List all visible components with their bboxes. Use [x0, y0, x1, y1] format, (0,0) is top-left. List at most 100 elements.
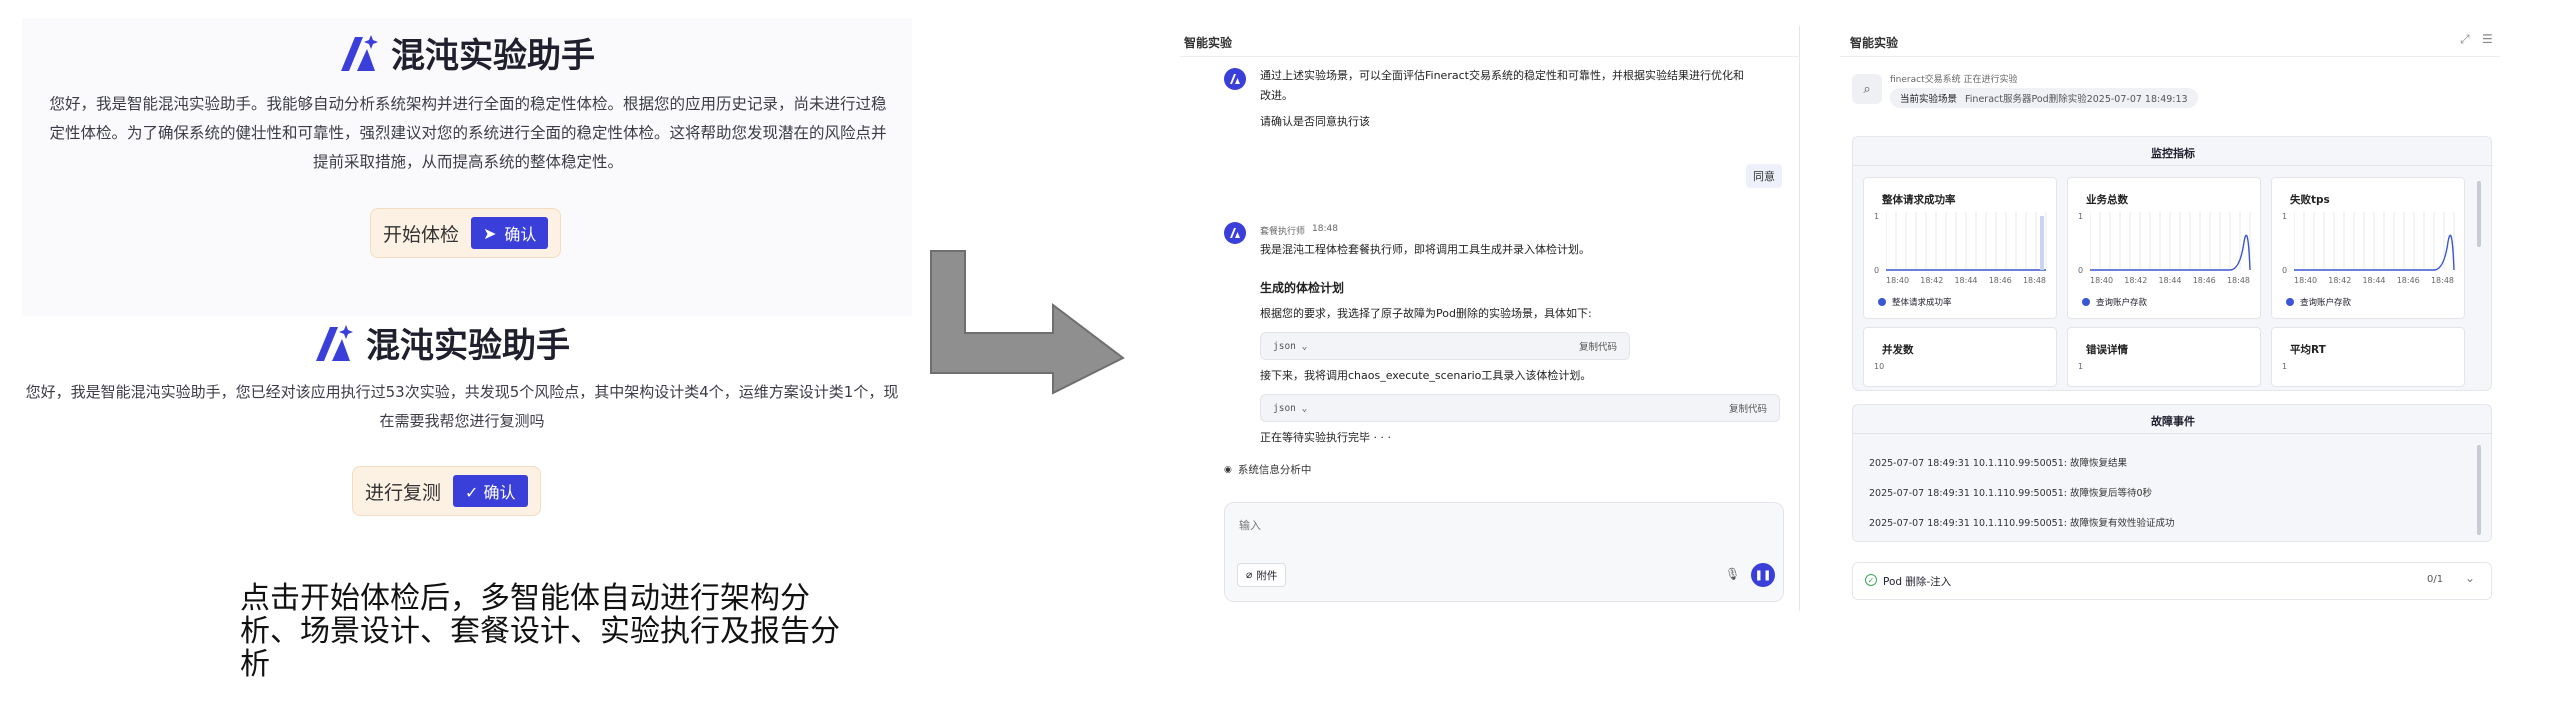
x-tick-label: 18:44: [1954, 276, 1978, 285]
divider: [1853, 433, 2493, 434]
caption-text: 点击开始体检后，多智能体自动进行架构分析、场景设计、套餐设计、实验执行及报告分析: [240, 581, 840, 682]
message-text: 接下来，我将调用chaos_execute_scenario工具录入该体检计划。: [1260, 369, 1592, 382]
x-tick-label: 18:42: [2124, 276, 2148, 285]
x-tick-label: 18:42: [2328, 276, 2352, 285]
chevron-down-icon: ⌄: [1301, 402, 1308, 414]
metric-chart: 平均RT 1: [2271, 327, 2465, 387]
x-tick-label: 18:46: [2192, 276, 2216, 285]
x-tick-label: 18:44: [2362, 276, 2386, 285]
chat-panel-title: 智能实验: [1184, 36, 1233, 50]
chart-plot: [1886, 212, 2047, 271]
message-text: 根据您的要求，我选择了原子故障为Pod删除的实验场景，具体如下:: [1260, 307, 1592, 320]
retest-card: 进行复测 ✓ 确认: [352, 466, 541, 516]
expand-icon[interactable]: ⤢: [2460, 32, 2470, 46]
paperclip-icon: ⌀: [1246, 569, 1253, 581]
chart-plot: [2090, 212, 2251, 271]
screenshot-start-checkup: 混沌实验助手 您好，我是智能混沌实验助手。我能够自动分析系统架构并进行全面的稳定…: [22, 18, 912, 316]
ai-logo-icon: [1230, 228, 1240, 238]
legend-dot-icon: [2082, 298, 2090, 306]
scrollbar[interactable]: [2477, 445, 2481, 535]
assistant-title: 混沌实验助手: [366, 326, 570, 366]
code-language: json ⌄: [1273, 402, 1308, 414]
confirm-button[interactable]: ✓ 确认: [453, 475, 528, 507]
ai-logo-icon: [341, 34, 378, 71]
message-text: 通过上述实验场景，可以全面评估Fineract交易系统的稳定性和可靠性，并根据实…: [1260, 69, 1744, 82]
scrollbar[interactable]: [2477, 181, 2481, 247]
x-tick-label: 18:46: [1988, 276, 2012, 285]
x-tick-label: 18:48: [2022, 276, 2046, 285]
fault-events-title: 故障事件: [2151, 415, 2195, 428]
event-row: 2025-07-07 18:49:31 10.1.110.99:50051: 故…: [1869, 518, 2175, 529]
code-language: json ⌄: [1273, 340, 1308, 352]
message-text: 请确认是否同意执行该: [1260, 115, 1370, 128]
agree-button[interactable]: 同意: [1746, 164, 1782, 188]
message-text: 改进。: [1260, 89, 1293, 102]
assistant-logo: 混沌实验助手: [337, 28, 595, 77]
start-checkup-card: 开始体检 ➤确认: [370, 208, 562, 258]
pod-injection-row[interactable]: ✓ Pod 删除-注入 0/1 ⌄: [1852, 562, 2492, 600]
retest-label: 进行复测: [365, 481, 442, 504]
executor-name: 套餐执行师: [1260, 227, 1306, 237]
waiting-text: 正在等待实验执行完毕 · · ·: [1260, 431, 1391, 444]
metric-chart: 并发数 10: [1863, 327, 2057, 387]
event-row: 2025-07-07 18:49:31 10.1.110.99:50051: 故…: [1869, 488, 2153, 499]
assistant-intro: 您好，我是智能混沌实验助手。我能够自动分析系统架构并进行全面的稳定性体检。根据您…: [49, 95, 887, 171]
check-icon: ✓: [1865, 574, 1877, 586]
copy-code-button[interactable]: 复制代码: [1728, 404, 1767, 415]
experiment-panel: 智能实验 ⤢ ☰ ⌕ fineract交易系统 正在进行实验 当前实验场景 Fi…: [1840, 26, 2500, 611]
chart-legend: 整体请求成功率: [1878, 296, 1952, 308]
confirm-button[interactable]: ➤确认: [471, 217, 549, 249]
plan-heading: 生成的体检计划: [1260, 281, 1345, 295]
assistant-logo: 混沌实验助手: [312, 318, 570, 367]
x-tick-label: 18:40: [2090, 276, 2114, 285]
menu-icon[interactable]: ☰: [2482, 32, 2493, 46]
pause-button[interactable]: ❚❚: [1751, 563, 1775, 587]
system-status: fineract交易系统 正在进行实验: [1890, 75, 2018, 85]
metric-chart: 错误详情 1: [2067, 327, 2261, 387]
x-tick-label: 18:42: [1920, 276, 1944, 285]
copy-code-button[interactable]: 复制代码: [1578, 342, 1617, 353]
code-block: json ⌄ 复制代码: [1260, 394, 1780, 422]
system-icon: ⌕: [1852, 74, 1882, 104]
monitor-title: 监控指标: [2151, 147, 2195, 160]
x-tick-label: 18:44: [2158, 276, 2182, 285]
assistant-avatar: [1224, 68, 1246, 90]
flow-arrow-icon: [930, 250, 1125, 395]
x-tick-label: 18:46: [2396, 276, 2420, 285]
chevron-down-icon[interactable]: ⌄: [2465, 571, 2476, 585]
message-text: 我是混沌工程体检套餐执行师，即将调用工具生成并录入体检计划。: [1260, 243, 1590, 256]
chart-legend: 查询账户存款: [2286, 296, 2351, 308]
divider: [1840, 56, 2500, 57]
x-tick-label: 18:48: [2430, 276, 2454, 285]
pod-injection-count: 0/1: [2427, 574, 2444, 585]
pod-injection-label: Pod 删除-注入: [1883, 576, 1952, 588]
x-tick-label: 18:48: [2226, 276, 2250, 285]
legend-dot-icon: [1878, 298, 1886, 306]
spinner-icon: ◉: [1224, 464, 1232, 475]
x-tick-label: 18:40: [1886, 276, 1910, 285]
message-time: 18:48: [1312, 224, 1338, 234]
experiment-panel-title: 智能实验: [1850, 36, 1899, 50]
ai-logo-icon: [316, 324, 353, 361]
assistant-title: 混沌实验助手: [391, 36, 595, 76]
fault-events-card: 故障事件 2025-07-07 18:49:31 10.1.110.99:500…: [1852, 404, 2493, 542]
chat-input-box[interactable]: 输入 ⌀附件 🎙 ❚❚: [1224, 502, 1784, 602]
microphone-icon[interactable]: 🎙: [1725, 567, 1741, 581]
x-tick-label: 18:40: [2294, 276, 2318, 285]
start-checkup-label: 开始体检: [383, 223, 460, 246]
chart-legend: 查询账户存款: [2082, 296, 2147, 308]
divider: [1180, 56, 1800, 57]
divider: [1853, 165, 2493, 166]
cursor-icon: ➤: [483, 223, 497, 243]
executor-avatar: [1224, 222, 1246, 244]
legend-dot-icon: [2286, 298, 2294, 306]
assistant-intro: 您好，我是智能混沌实验助手，您已经对该应用执行过53次实验，共发现5个风险点，其…: [25, 383, 899, 430]
scene-tag: 当前实验场景 Fineract服务器Pod删除实验2025-07-07 18:4…: [1890, 88, 2198, 108]
chat-input[interactable]: 输入: [1239, 519, 1261, 532]
attach-button[interactable]: ⌀附件: [1237, 563, 1287, 587]
ai-logo-icon: [1230, 74, 1240, 84]
